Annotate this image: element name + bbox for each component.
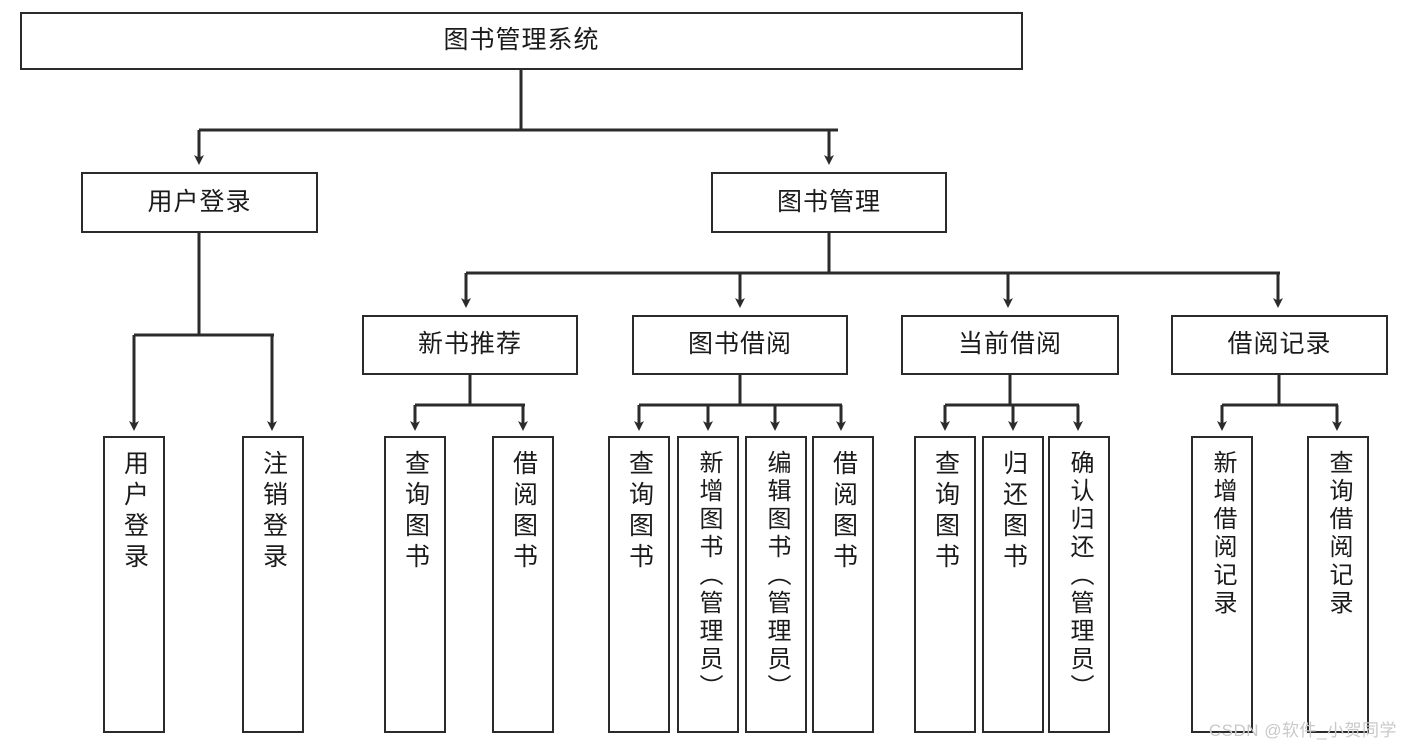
node-label: 借阅记录 <box>1227 330 1332 359</box>
node-label: 查询借阅记录 <box>1325 450 1352 618</box>
node-book-management[interactable]: 图书管理 <box>711 172 947 233</box>
node-label: 注销登录 <box>259 450 288 574</box>
node-label: 借阅图书 <box>509 450 538 574</box>
node-label: 图书借阅 <box>687 330 792 359</box>
leaf-record-query-record[interactable]: 查询借阅记录 <box>1307 436 1369 733</box>
leaf-borrow-query-book[interactable]: 查询图书 <box>608 436 670 733</box>
node-label: 查询图书 <box>931 450 960 574</box>
node-label: 图书管理系统 <box>443 26 600 55</box>
node-label: 用户登录 <box>147 187 252 216</box>
leaf-user-login-logout[interactable]: 注销登录 <box>242 436 304 733</box>
node-label: 归还图书 <box>999 450 1028 574</box>
watermark-text: CSDN @软件_小贺同学 <box>1208 721 1397 740</box>
node-label: 用户登录 <box>120 450 149 574</box>
node-label: 借阅图书 <box>829 450 858 574</box>
leaf-recommend-query-book[interactable]: 查询图书 <box>384 436 446 733</box>
leaf-borrow-borrow-book[interactable]: 借阅图书 <box>812 436 874 733</box>
node-label: 查询图书 <box>401 450 430 574</box>
node-new-book-recommend[interactable]: 新书推荐 <box>362 315 578 375</box>
leaf-user-login-login[interactable]: 用户登录 <box>103 436 165 733</box>
node-label: 确认归还（管理员） <box>1066 450 1093 702</box>
leaf-recommend-borrow-book[interactable]: 借阅图书 <box>492 436 554 733</box>
leaf-borrow-add-book-admin[interactable]: 新增图书（管理员） <box>677 436 739 733</box>
leaf-borrow-edit-book-admin[interactable]: 编辑图书（管理员） <box>745 436 807 733</box>
leaf-current-query-book[interactable]: 查询图书 <box>914 436 976 733</box>
node-label: 编辑图书（管理员） <box>763 450 790 702</box>
node-label: 新增借阅记录 <box>1209 450 1236 618</box>
node-label: 查询图书 <box>625 450 654 574</box>
node-current-borrow[interactable]: 当前借阅 <box>901 315 1119 375</box>
leaf-current-confirm-return-admin[interactable]: 确认归还（管理员） <box>1048 436 1110 733</box>
node-book-borrow[interactable]: 图书借阅 <box>632 315 848 375</box>
node-label: 图书管理 <box>776 187 881 216</box>
node-label: 新增图书（管理员） <box>695 450 722 702</box>
leaf-record-add-record[interactable]: 新增借阅记录 <box>1191 436 1253 733</box>
node-user-login[interactable]: 用户登录 <box>81 172 318 233</box>
node-root-system[interactable]: 图书管理系统 <box>20 12 1023 70</box>
node-label: 新书推荐 <box>417 330 522 359</box>
leaf-current-return-book[interactable]: 归还图书 <box>982 436 1044 733</box>
node-label: 当前借阅 <box>957 330 1062 359</box>
node-borrow-record[interactable]: 借阅记录 <box>1171 315 1388 375</box>
